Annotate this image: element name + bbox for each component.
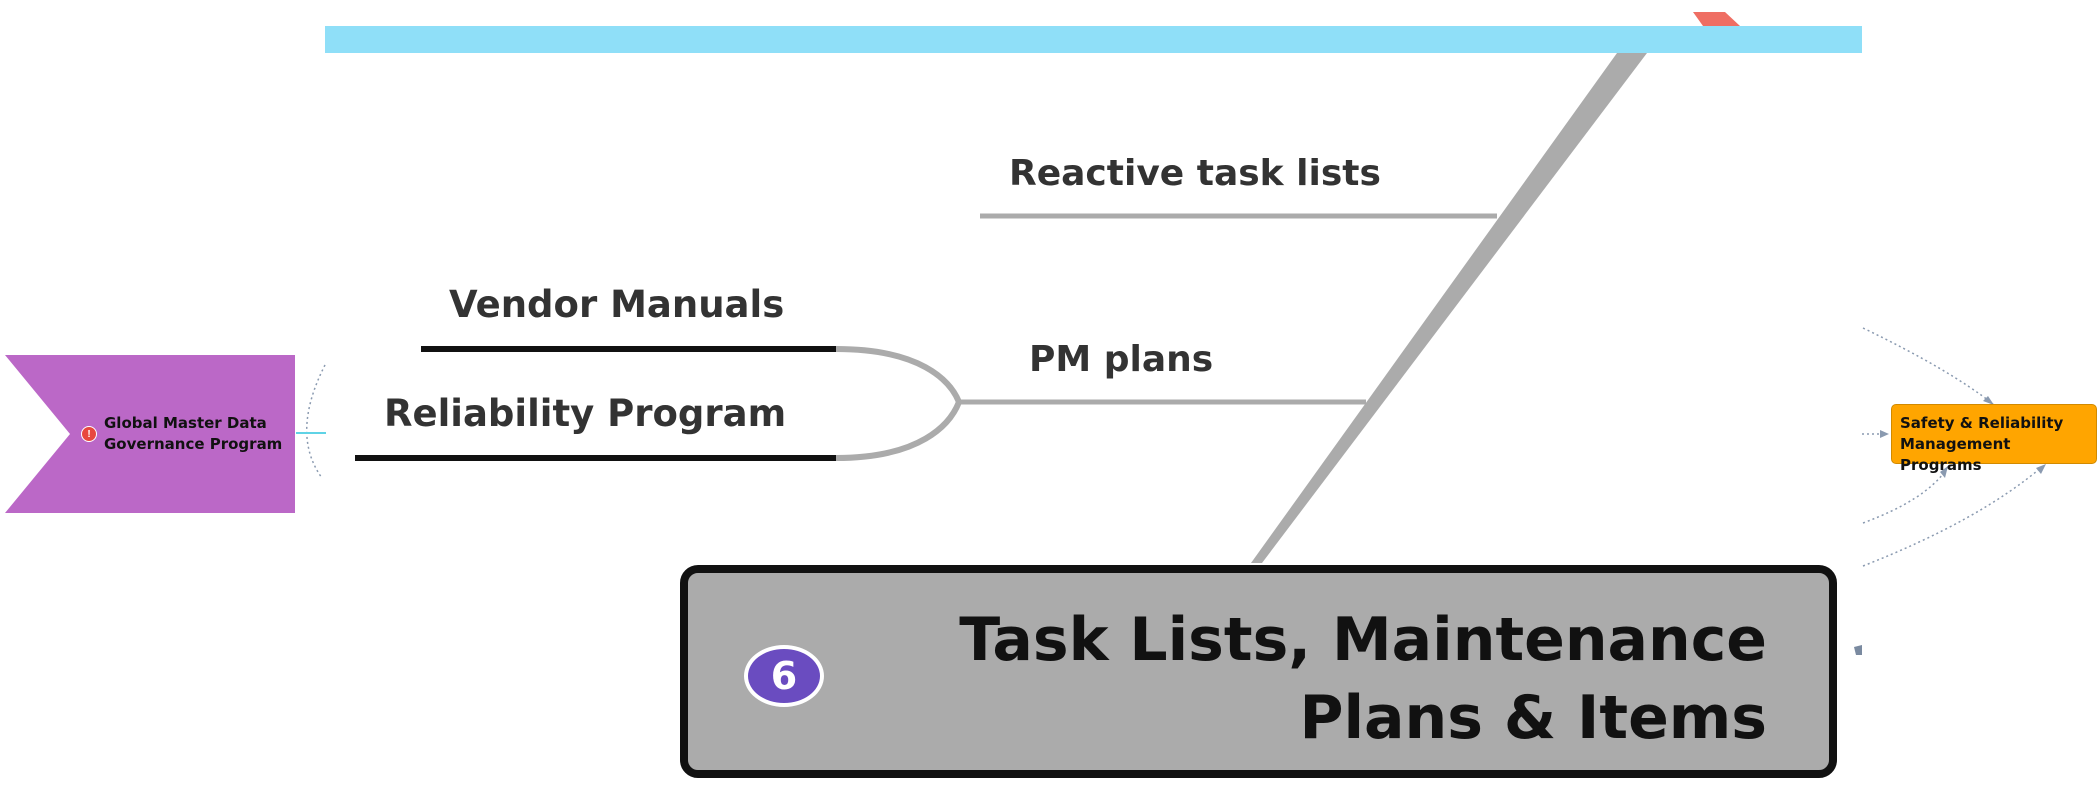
reliability-program-label[interactable]: Reliability Program (384, 392, 787, 435)
corner-marker (1693, 12, 1740, 26)
main-diagonal-bone (1251, 53, 1647, 563)
vendor-connector (835, 346, 962, 404)
right-connector-low (1862, 469, 1947, 524)
left-dotted-arc (306, 364, 326, 479)
right-connector-bottom (1862, 465, 2044, 567)
vendor-manuals-label[interactable]: Vendor Manuals (449, 283, 785, 326)
global-governance-node-label[interactable]: Global Master Data Governance Program (104, 414, 283, 453)
pm-plans-label[interactable]: PM plans (1029, 339, 1214, 380)
right-connector-top (1862, 327, 1994, 405)
reliability-connector (835, 400, 962, 461)
reactive-task-lists-label[interactable]: Reactive task lists (1009, 153, 1381, 194)
safety-reliability-node-label: Safety & Reliability Management Programs (1900, 414, 2064, 474)
main-topic-box[interactable]: 6 Task Lists, Maintenance Plans & Items (680, 565, 1837, 778)
top-spine-bar (325, 26, 1862, 53)
arrowhead-low (1940, 466, 1948, 478)
arrowhead-top (1983, 396, 1994, 405)
arrowhead-mid (1880, 430, 1889, 438)
topic-number-badge: 6 (744, 645, 824, 707)
safety-reliability-node[interactable]: Safety & Reliability Management Programs (1891, 404, 2097, 474)
small-marker (1854, 645, 1862, 655)
main-topic-title: Task Lists, Maintenance Plans & Items (959, 605, 1767, 753)
global-governance-node-shape[interactable] (5, 355, 295, 513)
alert-icon[interactable]: ! (81, 426, 97, 442)
arrowhead-bottom (2036, 464, 2046, 474)
